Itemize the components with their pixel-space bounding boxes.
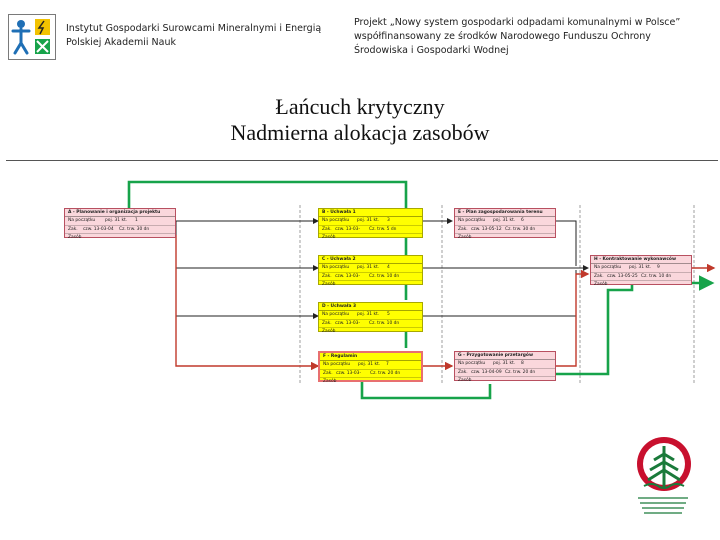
task-resource-label: Zasób — [322, 282, 336, 287]
project-line-2: współfinansowany ze środków Narodowego F… — [354, 31, 651, 42]
task-number: 7 — [386, 362, 389, 367]
task-number: 9 — [657, 265, 660, 270]
page-title: Łańcuch krytyczny Nadmierna alokacja zas… — [0, 94, 720, 146]
task-end-label: Zak. — [68, 226, 78, 232]
critical-chain-a-b — [127, 180, 408, 230]
link-d-h — [423, 270, 577, 317]
task-resource-label: Zasób — [458, 378, 472, 383]
task-number: 3 — [387, 218, 390, 223]
title-line-2: Nadmierna alokacja zasobów — [230, 120, 490, 145]
task-start-value: poj. 31 kt. — [358, 362, 381, 367]
link-e-h — [556, 220, 577, 266]
task-start-value: poj. 31 kt. — [357, 265, 380, 270]
task-title: F - Regulamin — [320, 353, 421, 361]
critical-chain-f-g — [360, 368, 492, 400]
task-start-value: poj. 31 kt. — [629, 265, 652, 270]
task-end-value: czw. 13-03- — [335, 320, 361, 326]
task-start-label: Na początku — [594, 265, 622, 270]
task-node-g[interactable]: G - Przygotowanie przetargów Na początku… — [454, 351, 556, 383]
task-title: E - Plan zagospodarowania terenu — [455, 209, 555, 217]
title-line-1: Łańcuch krytyczny — [275, 94, 445, 119]
task-title: H - Kontraktowanie wykonawców — [591, 256, 691, 264]
institute-logo-icon — [11, 19, 50, 55]
task-duration: Cz. trw. 10 dn — [369, 273, 400, 279]
task-number: 5 — [387, 312, 390, 317]
project-line-3: Środowiska i Gospodarki Wodnej — [354, 45, 509, 56]
task-end-label: Zak. — [594, 273, 604, 279]
task-node-c[interactable]: C - Uchwała 2 Na początku poj. 31 kt. 4 Za… — [318, 255, 423, 287]
task-title: A - Planowanie i organizacja projektu — [65, 209, 175, 217]
task-node-h[interactable]: H - Kontraktowanie wykonawców Na początk… — [590, 255, 692, 287]
task-title: G - Przygotowanie przetargów — [455, 352, 555, 360]
task-node-d[interactable]: D - Uchwała 3 Na początku poj. 31 kt. 5 Za… — [318, 302, 423, 334]
task-duration: Cz. trw. 30 dn — [505, 226, 536, 232]
task-start-label: Na początku — [322, 218, 350, 223]
task-node-b[interactable]: B - Uchwała 1 Na początku poj. 31 kt. 3 Za… — [318, 208, 423, 240]
institute-line-2: Polskiej Akademii Nauk — [66, 37, 176, 48]
task-end-label: Zak. — [323, 370, 333, 376]
project-line-1: Projekt „Nowy system gospodarki odpadami… — [354, 17, 681, 28]
task-resource-label: Zasób — [594, 282, 608, 287]
task-resource-label: Zasób — [322, 235, 336, 240]
link-a-f — [175, 235, 320, 371]
task-node-a[interactable]: A - Planowanie i organizacja projektu Na… — [64, 208, 176, 240]
task-end-value: czw. 13-05-25 — [607, 273, 638, 279]
task-node-f[interactable]: F - Regulamin Na początku poj. 31 kt. 7 Za… — [318, 351, 423, 384]
institute-logo — [8, 14, 56, 60]
task-start-value: poj. 31 kt. — [493, 361, 516, 366]
task-start-label: Na początku — [322, 312, 350, 317]
task-duration: Cz. trw. 10 dn — [369, 320, 400, 326]
task-end-label: Zak. — [322, 320, 332, 326]
task-duration: Cz. trw. 10 dn — [641, 273, 672, 279]
task-duration: Cz. trw. 5 dn — [369, 226, 397, 232]
institute-name: Instytut Gospodarki Surowcami Mineralnym… — [66, 22, 321, 50]
task-start-value: poj. 31 kt. — [105, 218, 128, 223]
task-end-value: czw. 13-03-04 — [83, 226, 114, 232]
project-info: Projekt „Nowy system gospodarki odpadami… — [354, 16, 714, 58]
fund-emblem-logo — [637, 437, 691, 514]
task-number: 4 — [387, 265, 390, 270]
task-resource-label: Zasób — [458, 235, 472, 240]
header-divider — [6, 160, 718, 161]
task-end-label: Zak. — [458, 369, 468, 375]
task-end-value: czw. 13-05-12 — [471, 226, 502, 232]
task-resource-label: Zasób — [322, 329, 336, 334]
task-start-label: Na początku — [458, 218, 486, 223]
task-title: B - Uchwała 1 — [319, 209, 422, 217]
task-number: 1 — [135, 218, 138, 223]
task-resource-label: Zasób — [68, 235, 82, 240]
task-start-label: Na początku — [323, 362, 351, 367]
task-end-label: Zak. — [322, 273, 332, 279]
task-title: D - Uchwała 3 — [319, 303, 422, 311]
institute-line-1: Instytut Gospodarki Surowcami Mineralnym… — [66, 23, 322, 34]
task-number: 6 — [521, 218, 524, 223]
task-node-e[interactable]: E - Plan zagospodarowania terenu Na pocz… — [454, 208, 556, 240]
task-start-label: Na początku — [322, 265, 350, 270]
task-duration: Cz. trw. 20 dn — [370, 370, 401, 376]
task-number: 8 — [521, 361, 524, 366]
task-start-value: poj. 31 kt. — [357, 218, 380, 223]
task-resource-label: Zasób — [323, 379, 337, 384]
task-start-label: Na początku — [68, 218, 96, 223]
task-end-value: czw. 13-04-09 — [471, 369, 502, 375]
link-g-h — [556, 269, 590, 367]
task-end-label: Zak. — [458, 226, 468, 232]
task-duration: Cz. trw. 20 dn — [505, 369, 536, 375]
task-duration: Cz. trw. 30 dn — [119, 226, 150, 232]
task-end-value: czw. 13-03- — [335, 273, 361, 279]
task-start-value: poj. 31 kt. — [493, 218, 516, 223]
task-end-label: Zak. — [322, 226, 332, 232]
link-a-c — [175, 221, 319, 271]
task-start-label: Na początku — [458, 361, 486, 366]
task-title: C - Uchwała 2 — [319, 256, 422, 264]
task-end-value: czw. 13-03- — [336, 370, 362, 376]
task-end-value: czw. 13-03- — [335, 226, 361, 232]
task-start-value: poj. 31 kt. — [357, 312, 380, 317]
